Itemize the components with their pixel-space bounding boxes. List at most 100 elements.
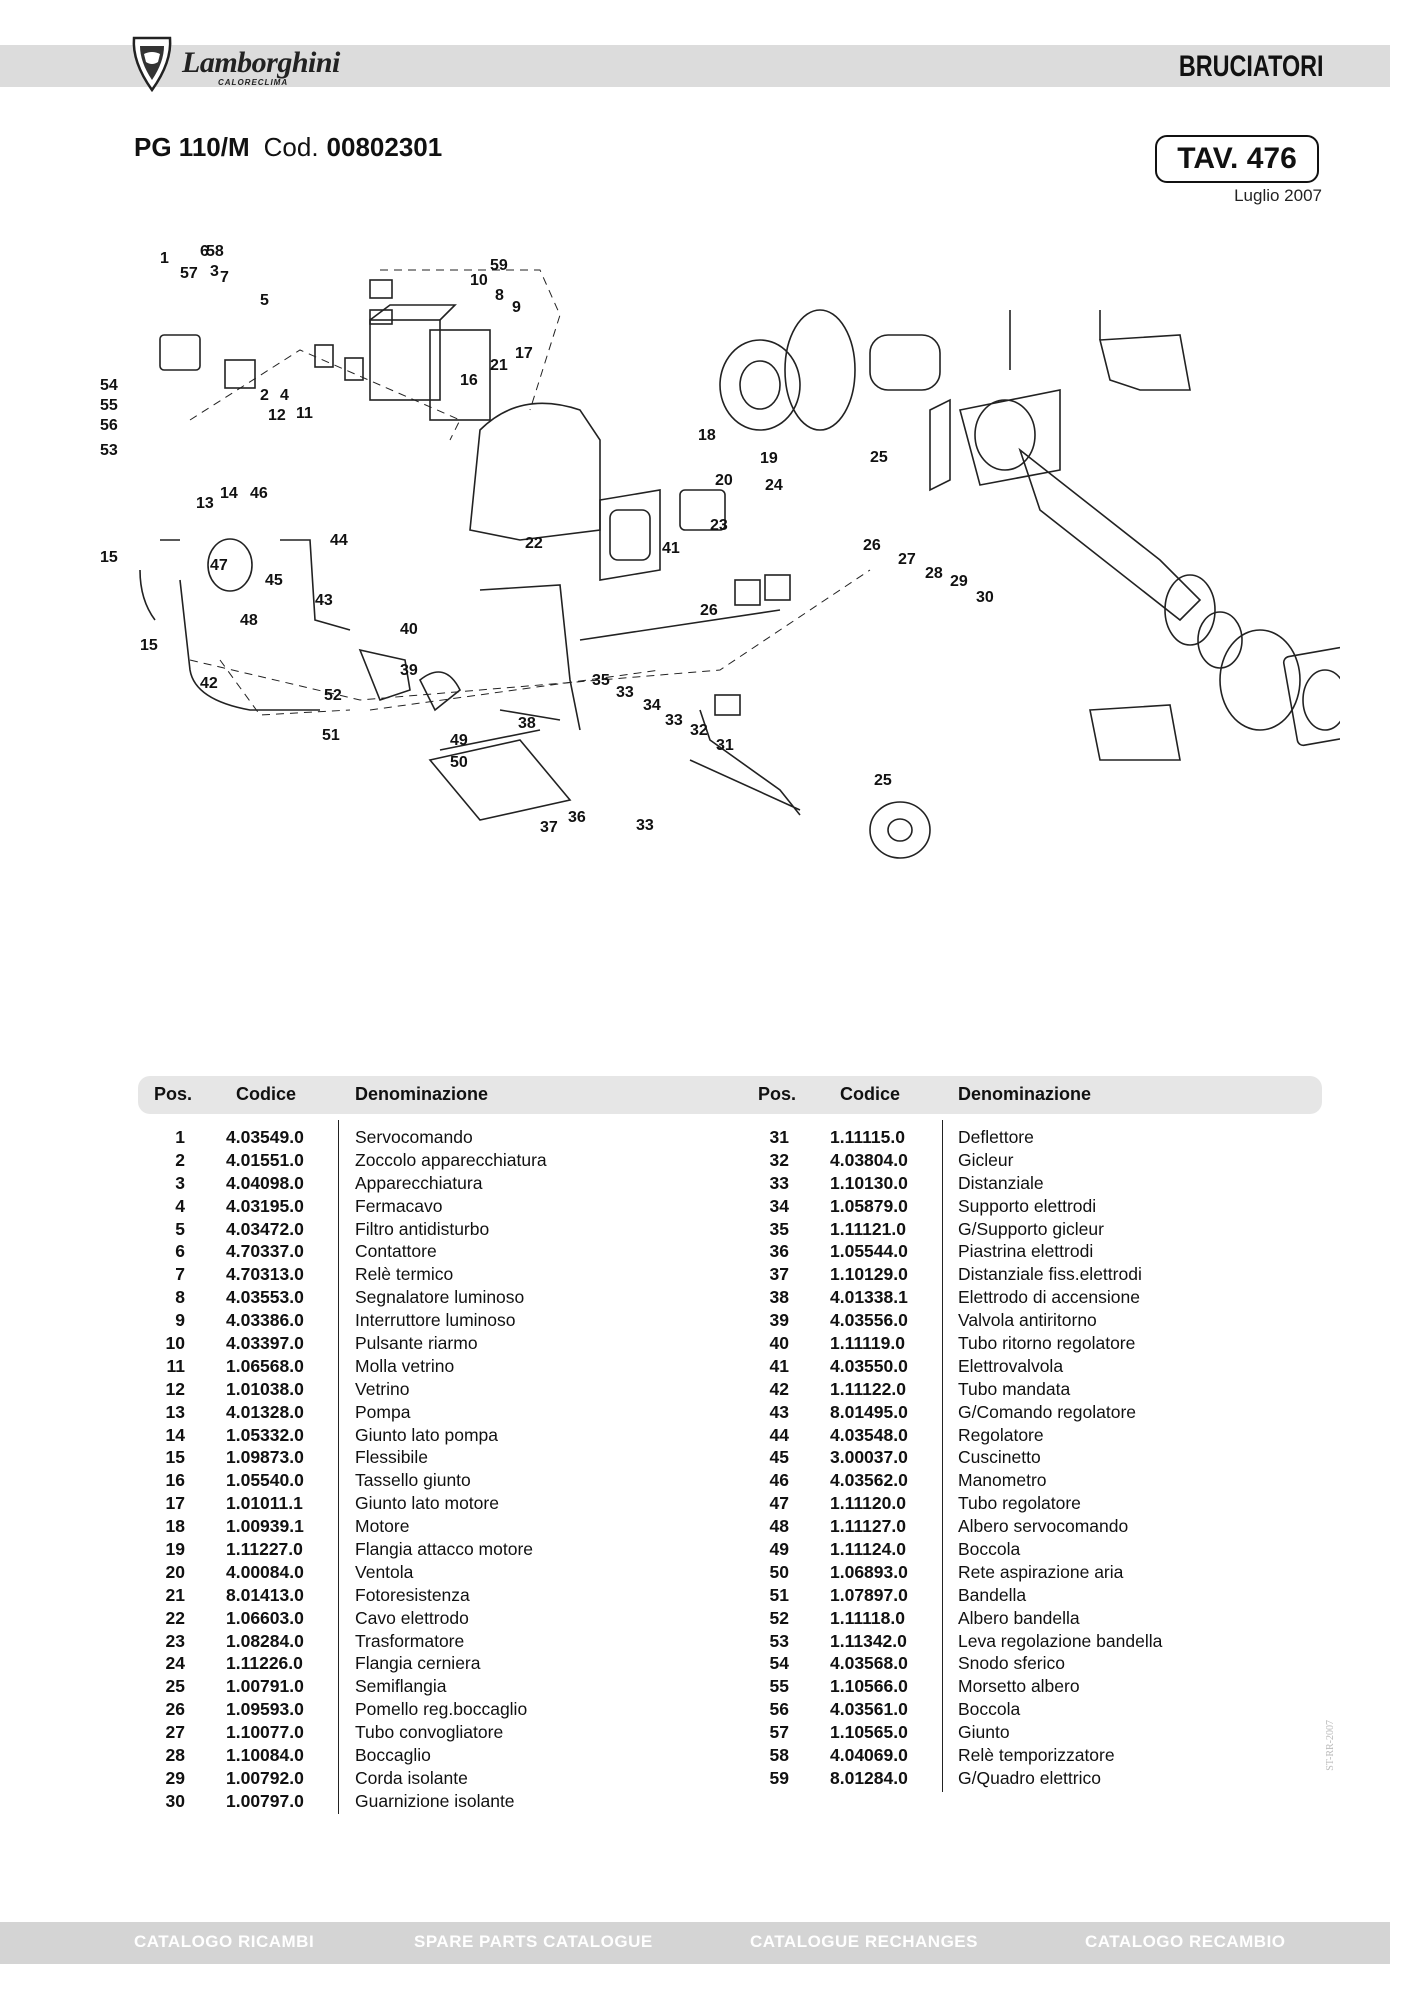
table-cell-code: 4.03472.0 [226,1218,304,1239]
table-cell-code: 1.08284.0 [226,1630,304,1651]
svg-text:7: 7 [220,269,229,286]
right-divider [942,1120,943,1792]
table-cell-desc: Guarnizione isolante [355,1790,515,1811]
table-cell-code: 4.03548.0 [830,1424,908,1445]
table-cell-pos: 37 [769,1264,789,1285]
table-cell-pos: 42 [769,1378,789,1399]
table-cell-pos: 53 [769,1630,789,1651]
svg-text:55: 55 [100,397,118,414]
header-pos-left: Pos. [154,1084,193,1104]
table-cell-code: 4.01551.0 [226,1149,304,1170]
table-cell-pos: 31 [769,1127,789,1147]
table-cell-desc: Rete aspirazione aria [958,1561,1124,1582]
svg-text:57: 57 [180,265,198,282]
table-cell-desc: Relè termico [355,1264,454,1285]
header-desc-right: Denominazione [958,1084,1092,1104]
svg-text:26: 26 [863,537,881,554]
table-cell-pos: 7 [175,1264,185,1285]
svg-text:3: 3 [210,263,219,280]
svg-text:25: 25 [870,449,888,466]
table-cell-pos: 21 [165,1584,185,1605]
svg-text:24: 24 [765,477,783,494]
table-cell-code: 8.01413.0 [226,1584,304,1605]
table-cell-desc: Tubo regolatore [958,1493,1081,1514]
table-cell-pos: 29 [165,1767,185,1788]
table-cell-pos: 59 [769,1767,789,1788]
svg-text:30: 30 [976,589,994,606]
table-cell-desc: Distanziale [958,1172,1044,1193]
table-cell-code: 1.10130.0 [830,1172,908,1193]
table-cell-desc: Bandella [958,1584,1027,1605]
table-cell-desc: Piastrina elettrodi [958,1241,1094,1262]
footer-label-es: CATALOGO RECAMBIO [1085,1932,1286,1951]
table-cell-desc: Semiflangia [355,1676,447,1697]
table-cell-code: 1.06893.0 [830,1561,908,1582]
table-cell-desc: Ventola [355,1561,414,1582]
svg-text:17: 17 [515,345,533,362]
svg-text:13: 13 [196,495,214,512]
table-cell-desc: Vetrino [355,1378,410,1399]
table-cell-pos: 46 [769,1470,789,1491]
table-cell-desc: Supporto elettrodi [958,1195,1097,1216]
table-cell-code: 4.70337.0 [226,1241,304,1262]
table-cell-code: 4.03553.0 [226,1287,304,1308]
svg-text:58: 58 [206,243,224,260]
svg-text:2: 2 [260,387,269,404]
svg-text:48: 48 [240,612,258,629]
table-cell-desc: Albero servocomando [958,1516,1129,1537]
table-cell-code: 1.10129.0 [830,1264,908,1285]
table-cell-pos: 19 [165,1539,185,1560]
table-cell-desc: Flangia attacco motore [355,1539,534,1560]
svg-text:21: 21 [490,357,508,374]
table-cell-code: 4.03386.0 [226,1310,304,1331]
svg-text:36: 36 [568,809,586,826]
table-cell-pos: 2 [175,1149,185,1170]
table-cell-pos: 54 [769,1653,789,1674]
table-cell-pos: 32 [769,1149,789,1170]
table-cell-desc: Distanziale fiss.elettrodi [958,1264,1142,1285]
table-cell-pos: 34 [769,1195,789,1216]
table-cell-desc: Snodo sferico [958,1653,1066,1674]
svg-text:33: 33 [616,684,634,701]
table-cell-desc: Tubo convogliatore [355,1722,504,1743]
table-cell-code: 1.05879.0 [830,1195,908,1216]
table-cell-pos: 58 [769,1745,789,1766]
brand-name: Lamborghini [182,46,340,79]
svg-text:25: 25 [874,772,892,789]
footer-band [0,1922,1390,1964]
model-name: PG 110/M [134,132,250,162]
table-cell-pos: 33 [769,1172,789,1193]
table-cell-pos: 52 [769,1607,789,1628]
table-cell-desc: Contattore [355,1241,437,1262]
model-code: 00802301 [326,132,443,162]
svg-text:16: 16 [460,372,478,389]
svg-text:18: 18 [698,427,716,444]
table-cell-pos: 27 [165,1722,185,1743]
table-cell-desc: G/Comando regolatore [958,1401,1137,1422]
table-cell-desc: Deflettore [958,1127,1034,1147]
table-cell-desc: Relè temporizzatore [958,1745,1115,1766]
table-cell-code: 1.05332.0 [226,1424,304,1445]
table-cell-code: 1.11227.0 [226,1539,303,1560]
table-cell-code: 4.03195.0 [226,1195,304,1216]
table-cell-pos: 39 [769,1310,789,1331]
table-cell-code: 1.05540.0 [226,1470,304,1491]
table-cell-desc: Apparecchiatura [355,1172,483,1193]
footer-label-fr: CATALOGUE RECHANGES [750,1932,978,1951]
table-cell-desc: Morsetto albero [958,1676,1080,1697]
table-cell-pos: 8 [175,1287,185,1308]
table-cell-pos: 14 [165,1424,185,1445]
svg-text:43: 43 [315,592,333,609]
table-cell-code: 1.11127.0 [830,1516,906,1537]
table-cell-desc: Valvola antiritorno [958,1310,1097,1331]
footer-label-it: CATALOGO RICAMBI [134,1932,315,1951]
svg-text:34: 34 [643,697,661,714]
brand-subtitle: CALORECLIMA [218,78,289,87]
table-cell-code: 1.00797.0 [226,1790,304,1811]
table-cell-pos: 6 [175,1241,185,1262]
table-cell-desc: Regolatore [958,1424,1044,1445]
